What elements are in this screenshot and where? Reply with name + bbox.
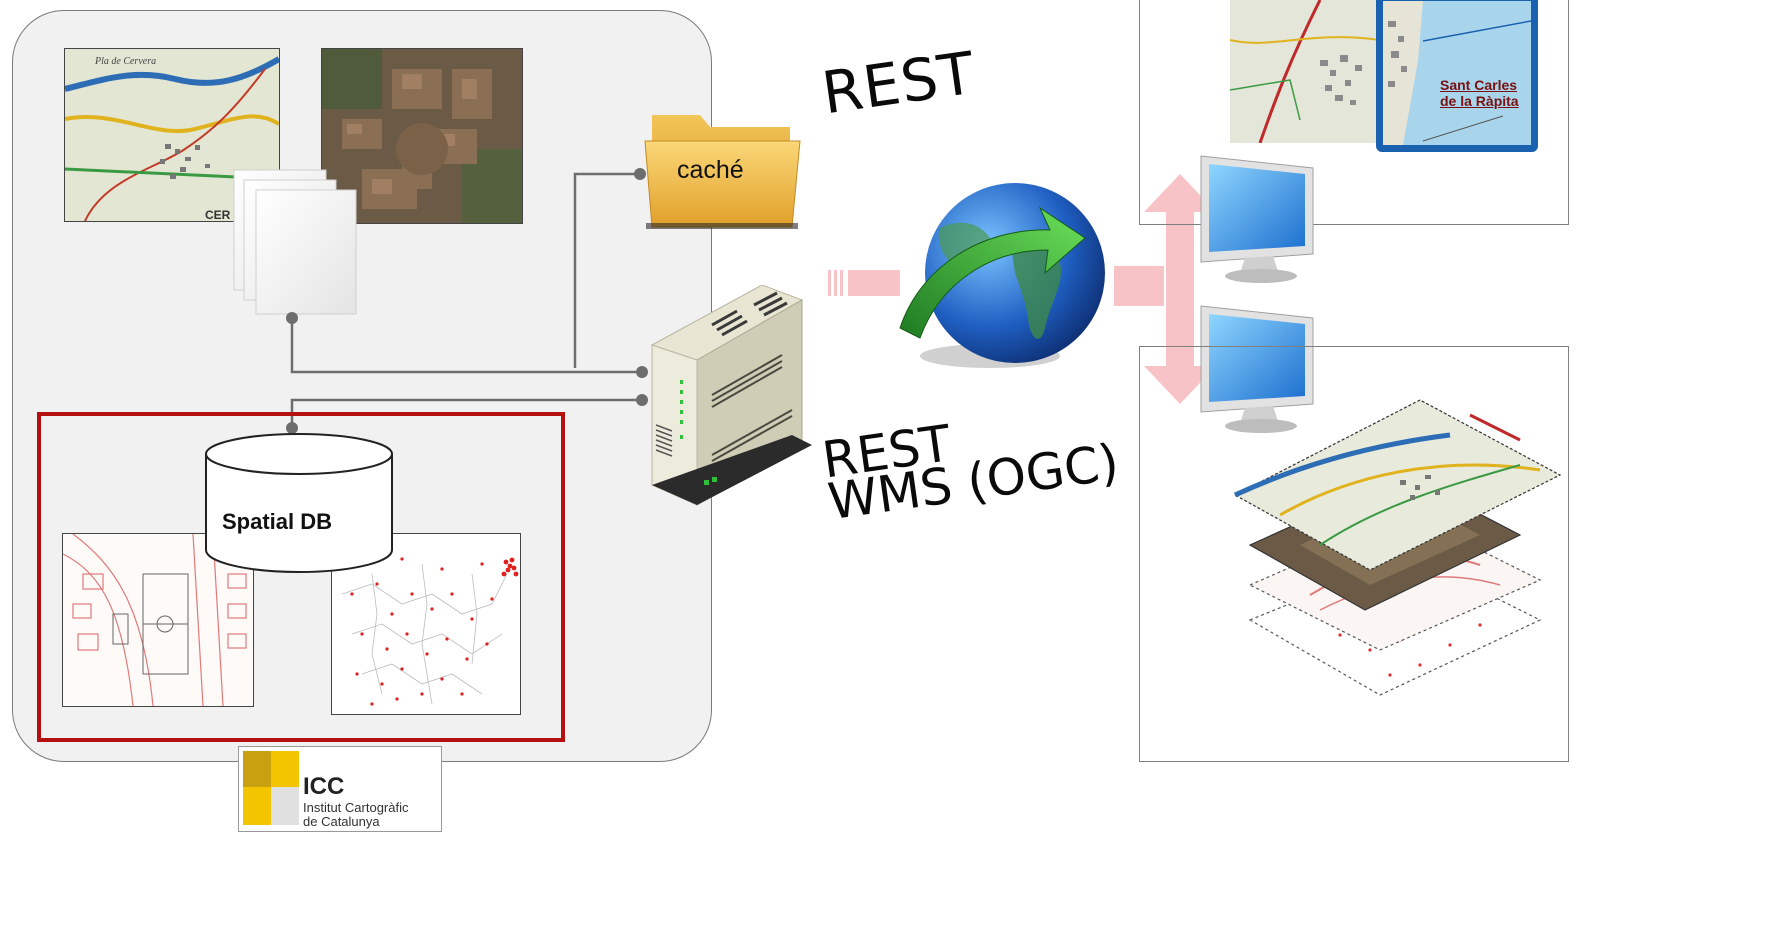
monitor-icon bbox=[1195, 300, 1325, 435]
bidirectional-arrow bbox=[1114, 174, 1216, 404]
inset-place-line2: de la Ràpita bbox=[1440, 93, 1519, 109]
inset-place-line1: Sant Carles bbox=[1440, 77, 1518, 93]
spatial-db-label: Spatial DB bbox=[222, 509, 333, 534]
inset-map-detail bbox=[1383, 1, 1531, 145]
icc-logo-title: ICC bbox=[303, 773, 345, 800]
icc-logo-subtitle-line2: de Catalunya bbox=[303, 814, 380, 829]
svg-text:Pla de Cervera: Pla de Cervera bbox=[94, 56, 156, 67]
dashed-connector-arrow bbox=[828, 270, 900, 296]
document-stack-icon bbox=[232, 166, 362, 316]
client-panel-bottom bbox=[1139, 346, 1569, 762]
monitor-icon bbox=[1195, 150, 1325, 285]
spatial-db-frame bbox=[37, 412, 565, 742]
icc-logo-subtitle-line1: Institut Cartogràfic bbox=[303, 800, 409, 815]
client-panel-top bbox=[1139, 0, 1569, 225]
aerial-photo-thumbnail bbox=[321, 48, 523, 224]
svg-text:CER: CER bbox=[205, 208, 231, 221]
folder-icon bbox=[640, 105, 805, 233]
globe-icon bbox=[880, 178, 1120, 378]
server-icon bbox=[642, 284, 812, 515]
city-map-thumbnail bbox=[1230, 0, 1380, 143]
inset-place-name: Sant Carles de la Ràpita bbox=[1440, 77, 1519, 109]
cache-label: caché bbox=[677, 156, 744, 184]
database-icon bbox=[204, 432, 394, 576]
icc-logo bbox=[238, 746, 442, 832]
stacked-map-layers bbox=[1233, 399, 1562, 696]
